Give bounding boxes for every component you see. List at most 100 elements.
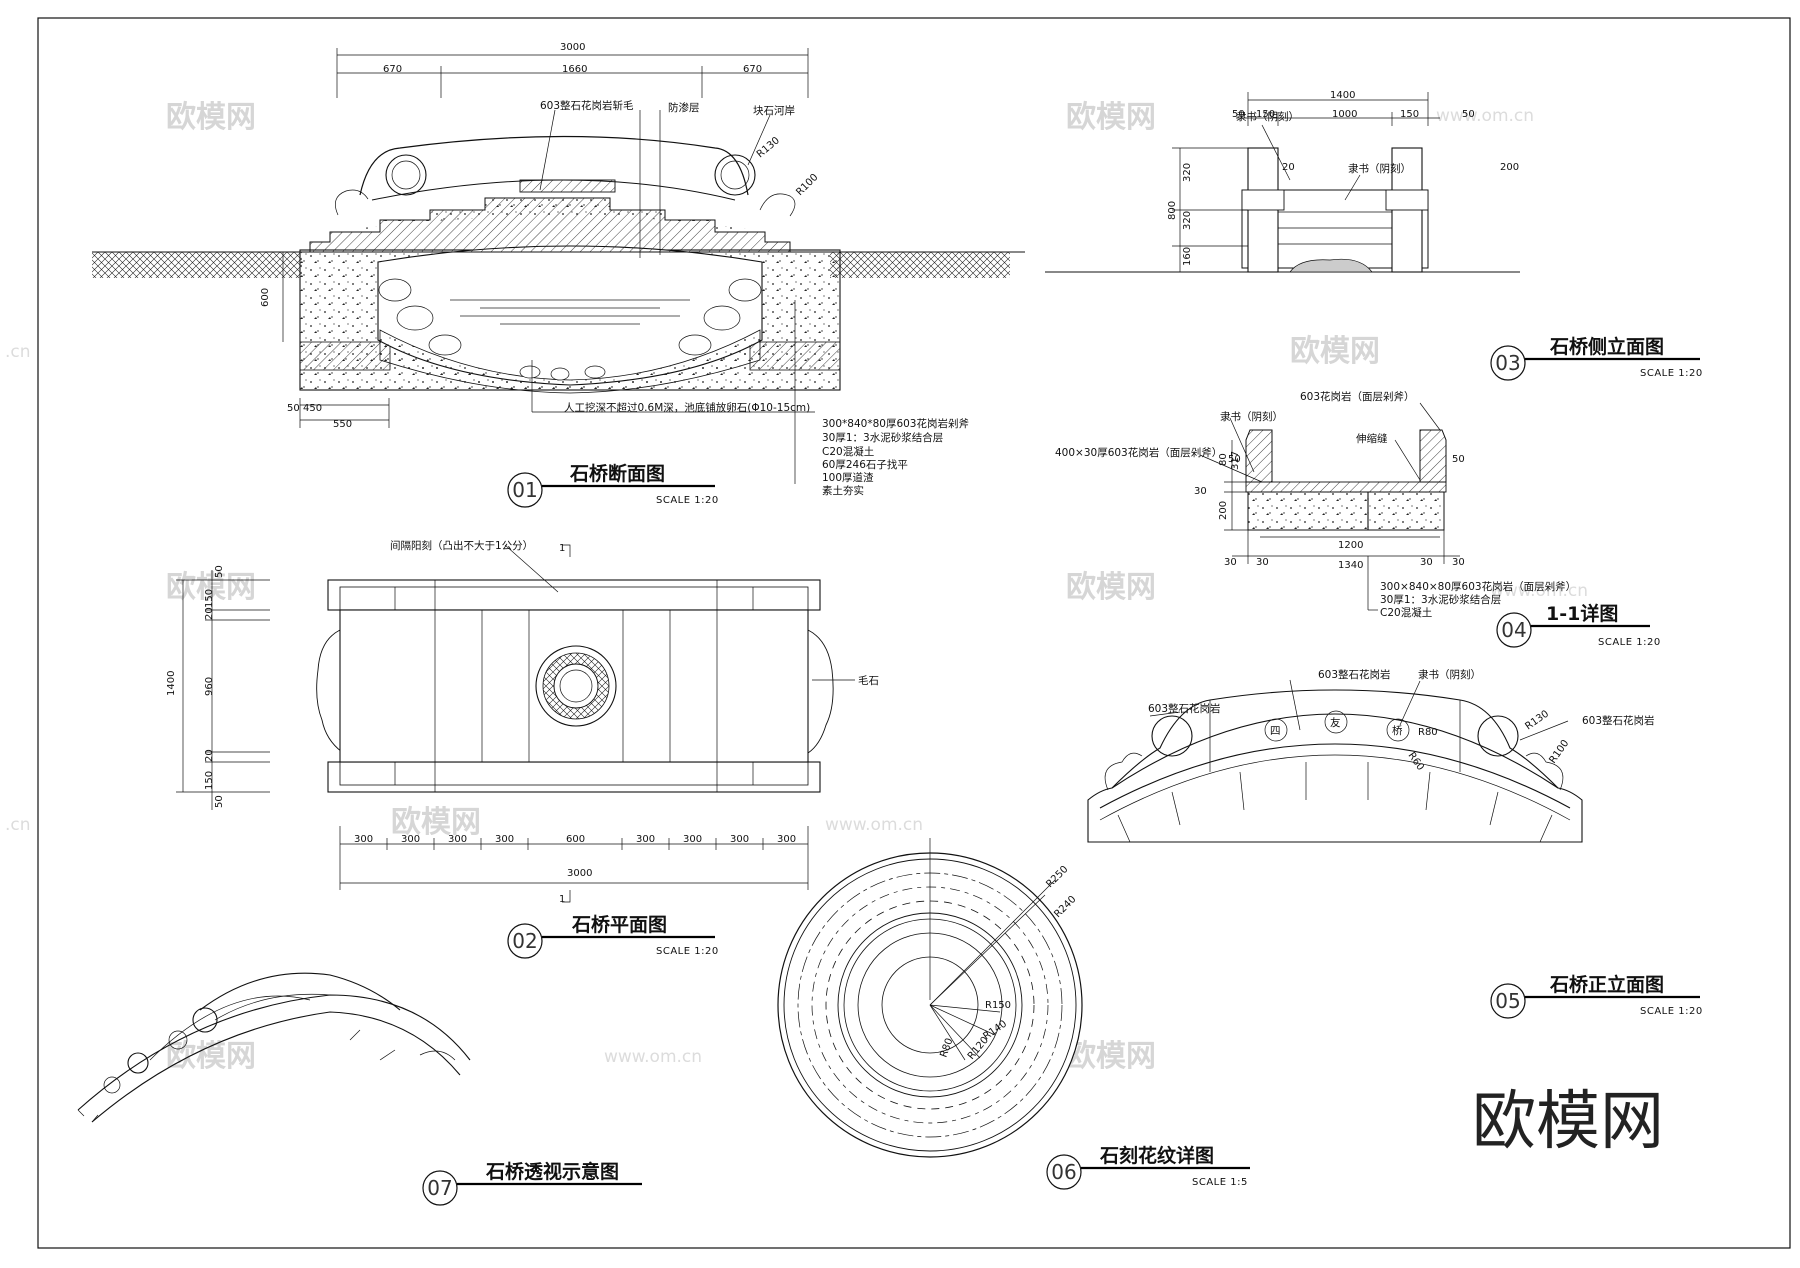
- dim-30: 30: [1194, 486, 1207, 497]
- view-title: 石桥断面图: [569, 462, 665, 485]
- view-04-detail: 1200 1340 30 30 30 30 30 80 200 317 50 5…: [1055, 390, 1661, 648]
- view-04-title-block: 04 1-1详图 SCALE 1:20: [1496, 602, 1661, 648]
- label-granite-mid: 603整石花岗岩: [1318, 668, 1391, 681]
- view-number: 02: [512, 929, 537, 953]
- view-03-title-block: 03 石桥侧立面图 SCALE 1:20: [1490, 335, 1702, 381]
- dim-20: 20: [204, 749, 215, 762]
- watermark-logo: 欧模网: [166, 1039, 256, 1074]
- label-rubble: 毛石: [858, 675, 879, 687]
- view-title: 石桥平面图: [571, 913, 667, 936]
- label-lishu: 隶书（阴刻）: [1220, 410, 1283, 423]
- dim-30: 30: [1224, 557, 1237, 568]
- dim-1000: 1000: [1332, 109, 1357, 120]
- dim-160: 160: [1182, 247, 1193, 266]
- engraved-char: 友: [1330, 716, 1341, 729]
- dim-3000: 3000: [560, 42, 585, 53]
- dim-200: 200: [1218, 501, 1229, 520]
- dim-800: 800: [1167, 201, 1178, 220]
- label-granite-left: 603整石花岗岩: [1148, 702, 1221, 715]
- dim-300: 300: [401, 834, 420, 845]
- view-07-title-block: 07 石桥透视示意图: [422, 1160, 642, 1206]
- view-scale: SCALE 1:20: [1640, 1006, 1703, 1017]
- view-number: 04: [1501, 618, 1526, 642]
- layer-6: 素土夯实: [822, 484, 864, 497]
- view-02-title-block: 02 石桥平面图 SCALE 1:20: [507, 913, 719, 959]
- layer-5: 100厚道渣: [822, 471, 874, 484]
- dim-300: 300: [730, 834, 749, 845]
- view-scale: SCALE 1:20: [1598, 637, 1661, 648]
- label-r250: R250: [1044, 864, 1070, 890]
- dim-1660: 1660: [562, 64, 587, 75]
- label-r130: R130: [755, 135, 782, 160]
- watermark-url: www.om.cn: [825, 815, 923, 835]
- section-mark: 1: [559, 894, 565, 905]
- label-r80: R80: [1418, 727, 1438, 738]
- view-scale: SCALE 1:20: [656, 946, 719, 957]
- view-title: 石桥透视示意图: [485, 1160, 619, 1183]
- dim-3000: 3000: [567, 868, 592, 879]
- sheet-border: [37, 17, 1791, 1249]
- dim-50: 50: [214, 565, 225, 578]
- watermark-layer: 欧模网 欧模网 欧模网 欧模网 欧模网 欧模网 欧模网 欧模网 欧模网 www.…: [5, 100, 1664, 1159]
- dim-670-left: 670: [383, 64, 402, 75]
- dim-150: 150: [204, 589, 215, 608]
- label-lishu: 隶书（阴刻）: [1348, 162, 1411, 175]
- label-r100: R100: [1547, 738, 1571, 766]
- label-joint: 伸缩缝: [1356, 432, 1388, 445]
- dim-150: 150: [1400, 109, 1419, 120]
- dim-600: 600: [260, 288, 271, 307]
- dim-1200: 1200: [1338, 540, 1363, 551]
- dim-300: 300: [683, 834, 702, 845]
- dim-550: 550: [333, 419, 352, 430]
- dim-50: 50: [1462, 109, 1475, 120]
- view-number: 01: [512, 478, 537, 502]
- engraved-char: 四: [1270, 725, 1281, 737]
- watermark-logo: 欧模网: [1066, 1039, 1156, 1074]
- watermark-url: .cn: [5, 815, 31, 835]
- dim-20: 20: [204, 607, 215, 620]
- watermark-logo: 欧模网: [391, 805, 481, 840]
- label-granite-right: 603整石花岗岩: [1582, 714, 1655, 727]
- layer-1: 300*840*80厚603花岗岩剁斧: [822, 417, 969, 430]
- dim-150: 150: [204, 771, 215, 790]
- dim-200: 200: [1500, 162, 1519, 173]
- watermark-url: www.om.cn: [604, 1047, 702, 1067]
- label-slab: 400×30厚603花岗岩（面层剁斧）: [1055, 446, 1222, 459]
- watermark-url: www.om.cn: [1490, 581, 1588, 601]
- view-number: 05: [1495, 989, 1520, 1013]
- label-relief-note: 间隔阳刻（凸出不大于1公分）: [390, 539, 533, 552]
- label-granite: 603整石花岗岩斩毛: [540, 99, 634, 112]
- view-01-title-block: 01 石桥断面图 SCALE 1:20: [507, 462, 719, 508]
- view-05-front-elevation: 四 友 桥 603整石花岗岩 603整石花岗岩 隶书（阴刻） 603整石花岗岩 …: [1087, 668, 1703, 1019]
- watermark-logo: 欧模网: [1066, 100, 1156, 135]
- view-03-side-elevation: 1400 50 150 1000 150 50 320 320 800 160 …: [1045, 90, 1702, 381]
- layer-2: 30厚1：3水泥砂浆结合层: [1380, 593, 1501, 606]
- dim-300: 300: [448, 834, 467, 845]
- label-lishu: 隶书（阴刻）: [1236, 110, 1299, 123]
- label-waterproof: 防渗层: [668, 101, 700, 114]
- dim-50: 50: [1232, 109, 1245, 120]
- dim-320: 320: [1182, 211, 1193, 230]
- dim-300: 300: [495, 834, 514, 845]
- watermark-logo: 欧模网: [1066, 570, 1156, 605]
- layer-3: C20混凝土: [822, 445, 874, 458]
- dim-1400: 1400: [166, 671, 177, 696]
- view-scale: SCALE 1:20: [656, 495, 719, 506]
- watermark-logo: 欧模网: [166, 570, 256, 605]
- dim-50: 50: [1452, 454, 1465, 465]
- layer-2: 30厚1：3水泥砂浆结合层: [822, 431, 943, 444]
- view-title: 石刻花纹详图: [1099, 1144, 1214, 1167]
- label-r150: R150: [985, 1000, 1011, 1011]
- dim-670-right: 670: [743, 64, 762, 75]
- watermark-logo: 欧模网: [1290, 334, 1380, 369]
- watermark-logo: 欧模网: [166, 100, 256, 135]
- view-title: 1-1详图: [1546, 602, 1618, 625]
- label-r240: R240: [1052, 894, 1078, 920]
- dim-300: 300: [636, 834, 655, 845]
- view-title: 石桥正立面图: [1549, 973, 1664, 996]
- view-number: 07: [427, 1176, 452, 1200]
- layer-1: 300×840×80厚603花岗岩（面层剁斧）: [1380, 580, 1576, 593]
- dim-30: 30: [1256, 557, 1269, 568]
- dim-320: 320: [1182, 163, 1193, 182]
